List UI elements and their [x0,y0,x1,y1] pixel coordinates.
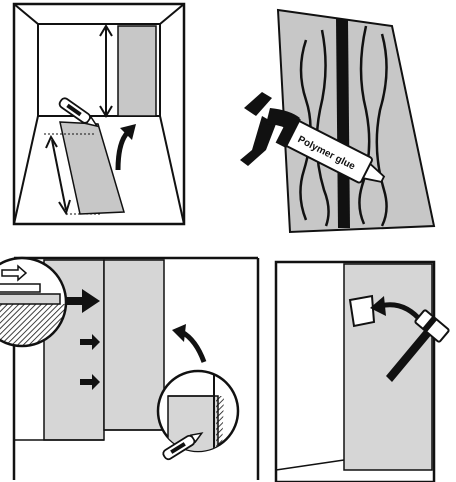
lift-arrow-icon [172,324,204,362]
panel-hang-trim [0,258,258,480]
panel-apply-glue: Polymer glue [240,10,434,232]
panel-hammer [276,262,449,482]
trim-detail-icon [158,371,238,461]
panel-measure-cut [14,4,184,224]
